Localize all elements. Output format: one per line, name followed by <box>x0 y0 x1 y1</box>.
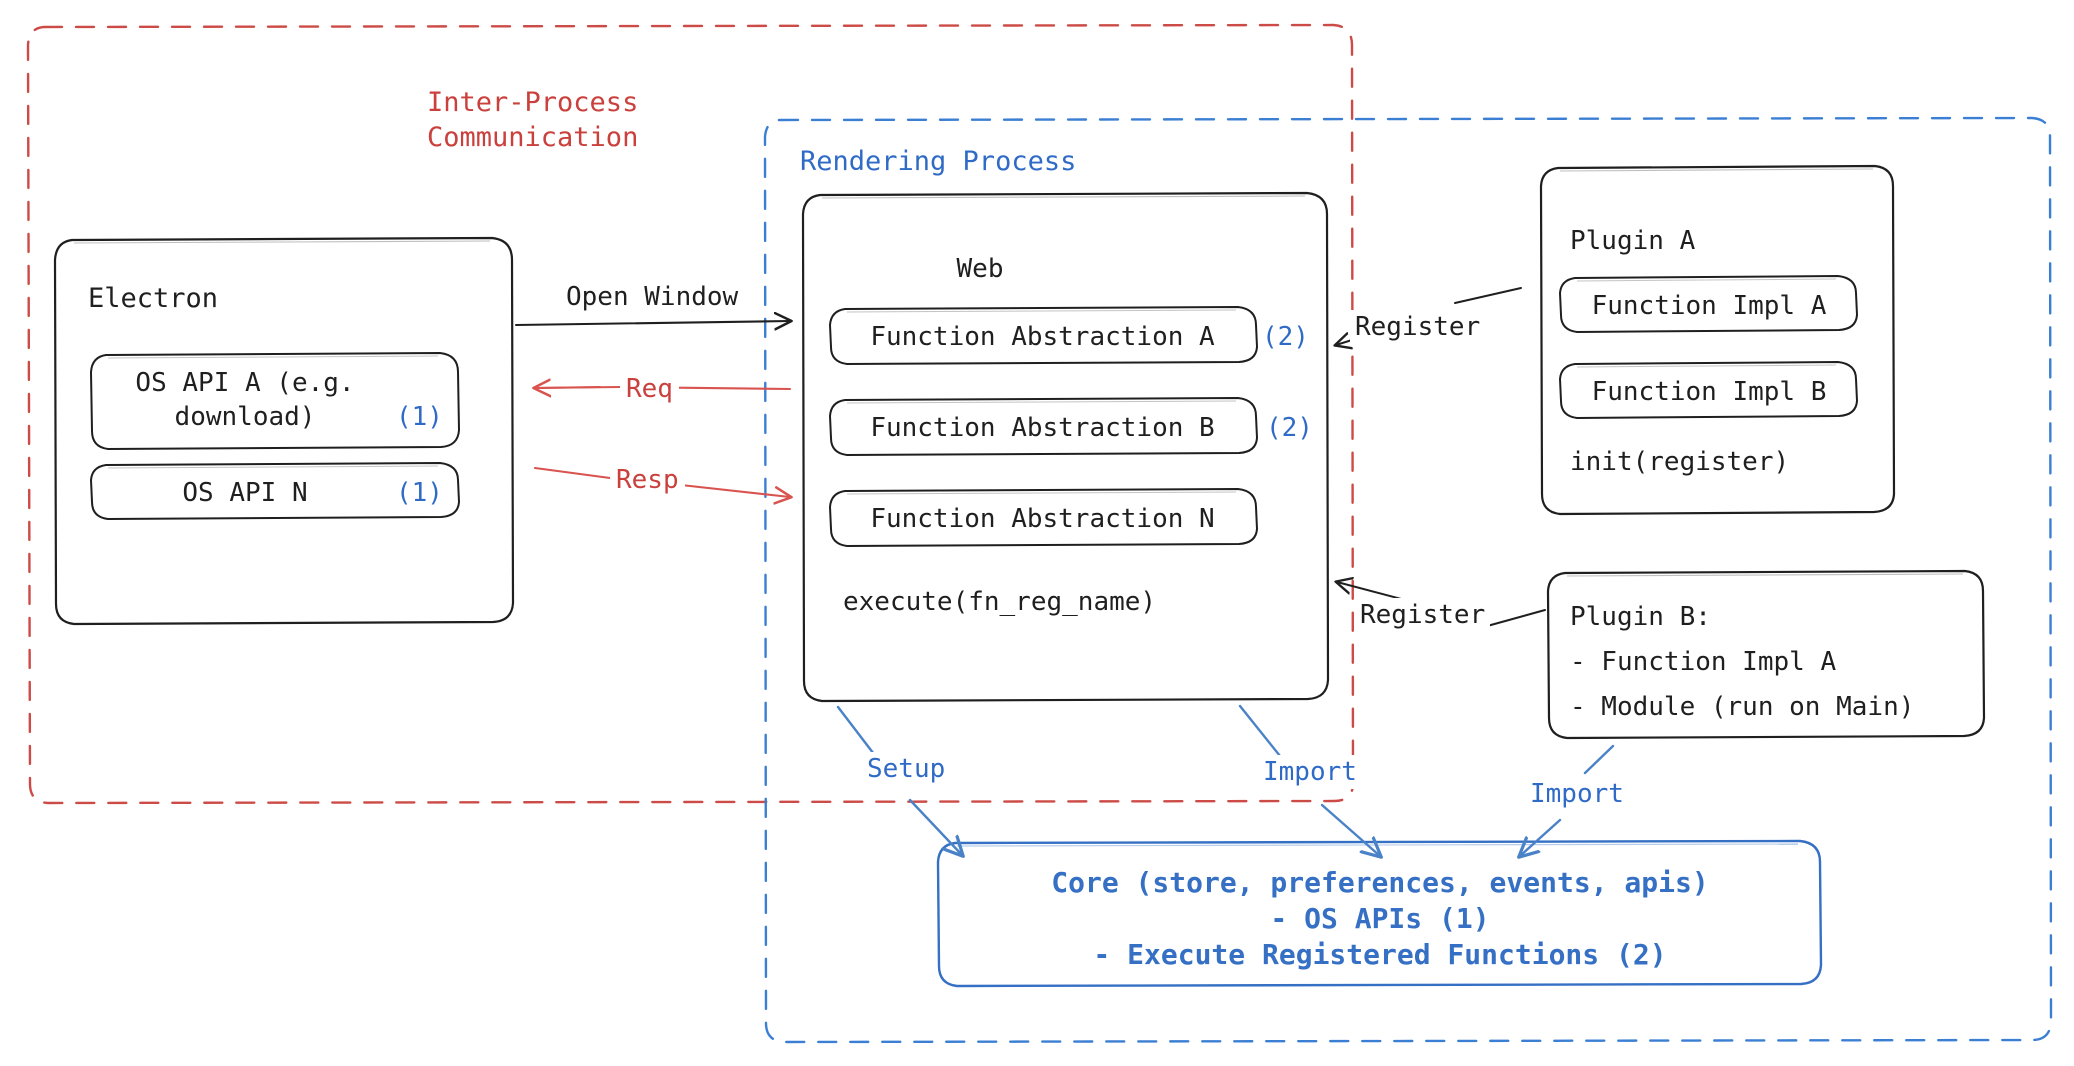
arrow-resp-label: Resp <box>610 463 685 498</box>
ipc-region-label-line1: Inter-Process <box>427 87 639 118</box>
arrow-import-plugin-label: Import <box>1525 777 1629 812</box>
function-abstraction-a-marker: (2) <box>1262 322 1309 352</box>
os-api-a-label-line1: OS API A (e.g. <box>135 368 355 398</box>
function-abstraction-b-marker: (2) <box>1266 413 1313 443</box>
plugin-a-footer: init(register) <box>1570 447 1790 477</box>
electron-title: Electron <box>88 283 219 314</box>
rendering-region-label: Rendering Process <box>800 146 1077 177</box>
arrow-import-web-label: Import <box>1258 755 1362 790</box>
function-impl-a-label: Function Impl A <box>1591 291 1827 321</box>
os-api-a-marker: (1) <box>396 402 443 432</box>
function-impl-b-label: Function Impl B <box>1591 377 1827 407</box>
os-api-a-label-line2: download) <box>174 402 316 432</box>
function-abstraction-n-label: Function Abstraction N <box>870 504 1215 534</box>
function-abstraction-a-label: Function Abstraction A <box>870 322 1215 352</box>
plugin-a-title: Plugin A <box>1570 226 1696 256</box>
os-api-n-marker: (1) <box>396 478 443 508</box>
web-title: Web <box>956 254 1004 284</box>
core-line-2: - OS APIs (1) <box>1270 902 1490 935</box>
ipc-region-label-line2: Communication <box>427 122 639 153</box>
plugin-b-item-1: - Function Impl A <box>1570 647 1837 677</box>
web-execute-footer: execute(fn_reg_name) <box>843 587 1157 617</box>
arrow-setup-label: Setup <box>862 752 951 787</box>
arrow-register-b-label: Register <box>1355 598 1491 633</box>
arrow-open-window-label: Open Window <box>562 280 743 315</box>
core-line-3: - Execute Registered Functions (2) <box>1093 938 1667 971</box>
arrow-req-label: Req <box>620 372 679 407</box>
arrow-register-a-label: Register <box>1350 310 1486 345</box>
plugin-b-title: Plugin B: <box>1570 602 1711 632</box>
os-api-n-label: OS API N <box>182 478 308 508</box>
plugin-b-item-2: - Module (run on Main) <box>1570 692 1915 722</box>
core-line-1: Core (store, preferences, events, apis) <box>1051 866 1709 899</box>
function-abstraction-b-label: Function Abstraction B <box>870 413 1215 443</box>
arrow-open-window <box>514 321 790 325</box>
